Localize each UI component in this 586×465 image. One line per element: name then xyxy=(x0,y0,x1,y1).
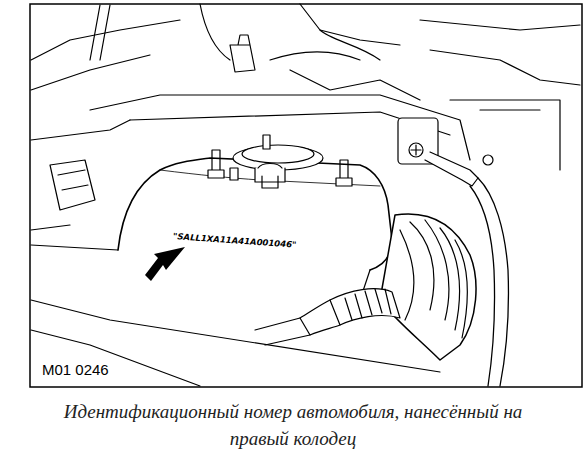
frame xyxy=(30,4,582,387)
figure-caption: Идентификационный номер автомобиля, нане… xyxy=(43,398,543,452)
figure-code: M01 0246 xyxy=(42,361,109,378)
